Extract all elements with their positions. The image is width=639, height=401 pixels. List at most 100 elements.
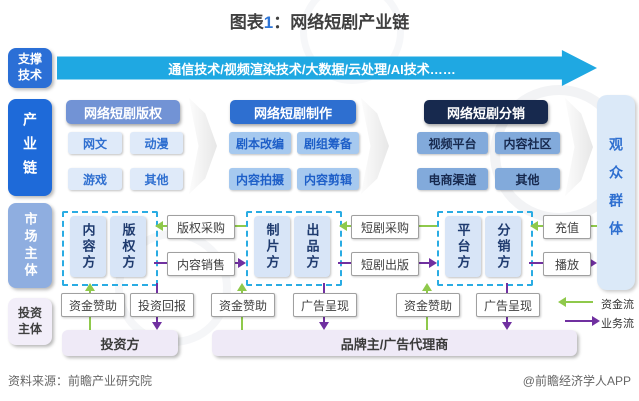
section-item-label: 游戏 [82, 172, 107, 187]
section-item-label: 内容剪辑 [303, 172, 352, 187]
rail-market-players-label: 市场主体 [22, 211, 38, 280]
rail-investors-label: 投资主体 [17, 305, 42, 336]
title-rest: ：网络短剧产业链 [273, 13, 410, 32]
section-item-label: 其他 [144, 172, 169, 187]
section-item: 内容社区 [495, 132, 560, 154]
section-header-label: 网络短剧制作 [253, 105, 332, 121]
flow-label-text: 播放 [554, 257, 579, 272]
audience-box: 观众群体 [597, 95, 635, 290]
flow-label: 短剧采购 [351, 215, 419, 239]
section-item: 其他 [495, 168, 560, 190]
flow-label: 内容销售 [167, 252, 235, 276]
market-role: 版权方 [110, 216, 146, 277]
section-header-copyright: 网络短剧版权 [66, 100, 180, 124]
market-group-platform [437, 211, 533, 286]
section-item: 剧组筹备 [297, 132, 359, 154]
flow-label: 充值 [543, 215, 591, 239]
flow-label: 资金赞助 [396, 293, 460, 317]
page-title: 图表1：网络短剧产业链 [0, 8, 639, 33]
business-arrow-icon [152, 322, 162, 330]
investor-box-label: 投资方 [100, 336, 140, 352]
section-item: 电商渠道 [417, 168, 488, 190]
rail-industry-chain-label: 产业链 [22, 111, 38, 184]
title-prefix: 图表 [229, 13, 264, 32]
section-item-label: 剧组筹备 [303, 136, 352, 151]
investor-box: 投资方 [62, 330, 178, 356]
chevron-arrow-icon [189, 98, 217, 194]
market-role: 分销方 [485, 216, 521, 277]
market-role: 出品方 [294, 216, 330, 277]
legend-business-arrow-icon [592, 316, 600, 326]
business-arrow-icon [319, 322, 329, 330]
section-item: 游戏 [68, 168, 122, 190]
market-role-label: 制片方 [264, 222, 280, 271]
section-item: 其他 [130, 168, 183, 190]
rail-market-players: 市场主体 [8, 203, 52, 288]
market-role-label: 内容方 [80, 222, 96, 271]
section-item-label: 内容社区 [503, 136, 552, 151]
market-role: 制片方 [254, 216, 290, 277]
rail-industry-chain: 产业链 [8, 99, 52, 196]
flow-label: 投资回报 [130, 293, 194, 317]
money-arrow-icon [339, 221, 347, 231]
flow-label-text: 资金赞助 [68, 298, 117, 313]
money-arrow-icon [422, 283, 432, 291]
flow-label-text: 短剧采购 [360, 220, 409, 235]
money-arrow-icon [530, 221, 538, 231]
section-header-label: 网络短剧版权 [83, 105, 162, 121]
audience-label: 观众群体 [608, 136, 624, 249]
legend-money-label: 资金流 [601, 299, 634, 311]
money-arrow-icon [237, 283, 247, 291]
flow-label-text: 内容销售 [176, 257, 225, 272]
flow-label-text: 短剧出版 [360, 257, 409, 272]
rail-support-tech: 支撑技术 [8, 48, 52, 88]
chevron-arrow-icon [361, 98, 389, 194]
section-header-distribution: 网络短剧分销 [424, 100, 548, 124]
flow-label-text: 充值 [554, 220, 579, 235]
market-role-label: 版权方 [120, 222, 136, 271]
flow-label-text: 广告呈现 [300, 298, 349, 313]
business-arrow-icon [589, 258, 597, 268]
brand-advertiser-box: 品牌主/广告代理商 [212, 330, 577, 356]
section-item-label: 剧本改编 [235, 136, 284, 151]
legend-money-line [565, 301, 593, 303]
title-number: 1 [263, 13, 274, 32]
section-item: 网文 [68, 132, 122, 154]
money-arrow-icon [85, 283, 95, 291]
section-item: 动漫 [130, 132, 183, 154]
rail-investors: 投资主体 [8, 298, 52, 345]
flow-label-text: 投资回报 [137, 298, 186, 313]
flow-label: 资金赞助 [61, 293, 125, 317]
credit-note: @前瞻经济学人APP [522, 374, 631, 388]
money-arrow-icon [155, 221, 163, 231]
market-role: 平台方 [445, 216, 481, 277]
section-header-label: 网络短剧分销 [446, 105, 525, 121]
flow-label: 广告呈现 [476, 293, 540, 317]
source-note: 资料来源：前瞻产业研究院 [8, 374, 153, 388]
legend-money-arrow-icon [558, 297, 566, 307]
flow-label: 短剧出版 [351, 252, 419, 276]
rail-support-tech-label: 支撑技术 [17, 52, 42, 82]
market-role: 内容方 [70, 216, 106, 277]
brand-advertiser-label: 品牌主/广告代理商 [340, 336, 449, 352]
section-item: 内容拍摄 [229, 168, 291, 190]
section-item: 内容剪辑 [297, 168, 359, 190]
market-group-producer [246, 211, 342, 286]
legend-business-line [565, 320, 593, 322]
section-item-label: 动漫 [144, 136, 169, 151]
section-item-label: 其他 [515, 172, 540, 187]
business-arrow-icon [502, 322, 512, 330]
market-role-label: 分销方 [495, 222, 511, 271]
market-role-label: 出品方 [304, 222, 320, 271]
market-group-content [62, 211, 158, 286]
flow-label: 播放 [543, 252, 591, 276]
flow-label: 资金赞助 [211, 293, 275, 317]
market-role-label: 平台方 [455, 222, 471, 271]
section-item-label: 电商渠道 [428, 172, 477, 187]
flow-label-text: 版权采购 [176, 220, 225, 235]
business-arrow-icon [238, 258, 246, 268]
flow-label: 广告呈现 [293, 293, 357, 317]
flow-label-text: 广告呈现 [483, 298, 532, 313]
flow-label-text: 资金赞助 [403, 298, 452, 313]
